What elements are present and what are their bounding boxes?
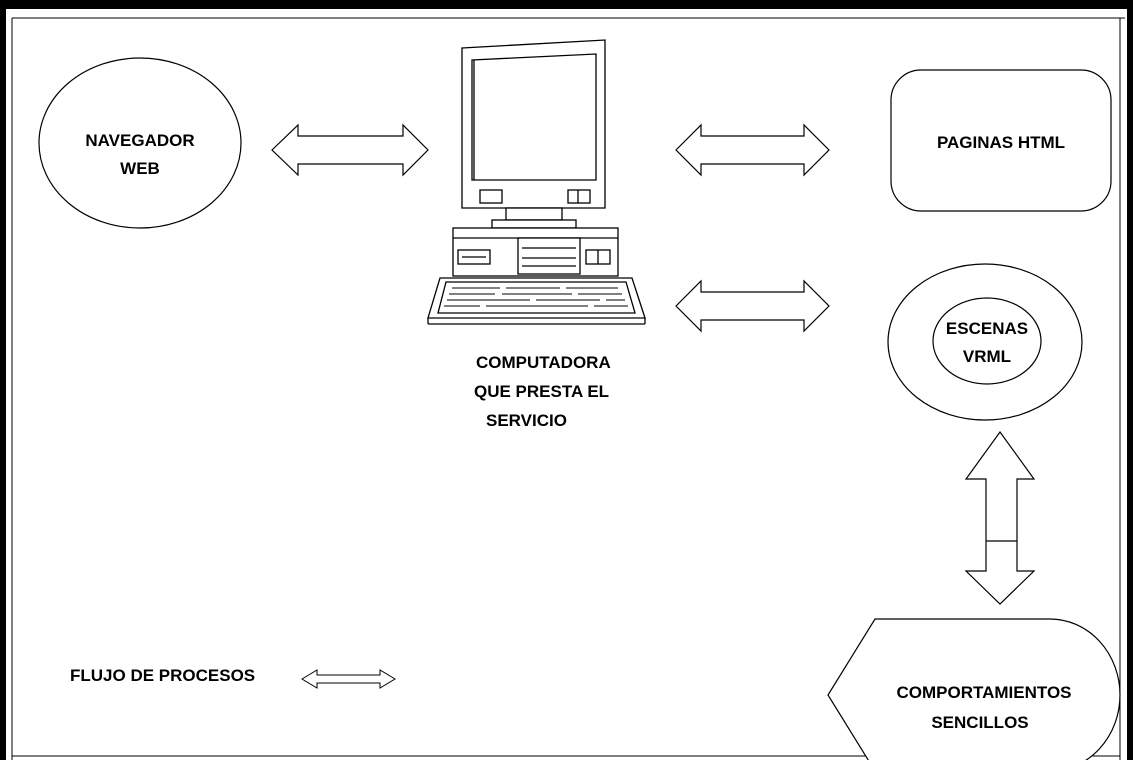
arrow-computadora-escenas — [675, 279, 830, 333]
arrow-escenas-comportamientos — [964, 430, 1036, 605]
node-comportamientos-sencillos: COMPORTAMIENTOS SENCILLOS — [827, 618, 1121, 765]
arrow-computadora-paginas — [675, 123, 830, 177]
navegador-line-1: NAVEGADOR — [85, 131, 194, 150]
paginas-label: PAGINAS HTML — [937, 133, 1065, 152]
legend-arrow — [301, 669, 396, 689]
legend-label: FLUJO DE PROCESOS — [70, 666, 255, 685]
computadora-line-2: QUE PRESTA EL — [474, 382, 609, 401]
computadora-label: COMPUTADORA QUE PRESTA EL SERVICIO — [474, 353, 611, 430]
node-navegador-web: NAVEGADOR WEB — [38, 57, 242, 229]
computadora-line-1: COMPUTADORA — [476, 353, 611, 372]
legend: FLUJO DE PROCESOS — [70, 666, 396, 689]
arrow-navegador-computadora — [271, 123, 429, 177]
comportamientos-line-1: COMPORTAMIENTOS — [896, 683, 1071, 702]
node-escenas-vrml: ESCENAS VRML — [887, 263, 1083, 421]
escenas-line-1: ESCENAS — [946, 319, 1028, 338]
computadora-line-3: SERVICIO — [486, 411, 567, 430]
node-paginas-html: PAGINAS HTML — [890, 69, 1112, 212]
computer-icon — [427, 39, 646, 325]
navegador-line-2: WEB — [120, 159, 160, 178]
escenas-line-2: VRML — [963, 347, 1011, 366]
comportamientos-line-2: SENCILLOS — [931, 713, 1028, 732]
